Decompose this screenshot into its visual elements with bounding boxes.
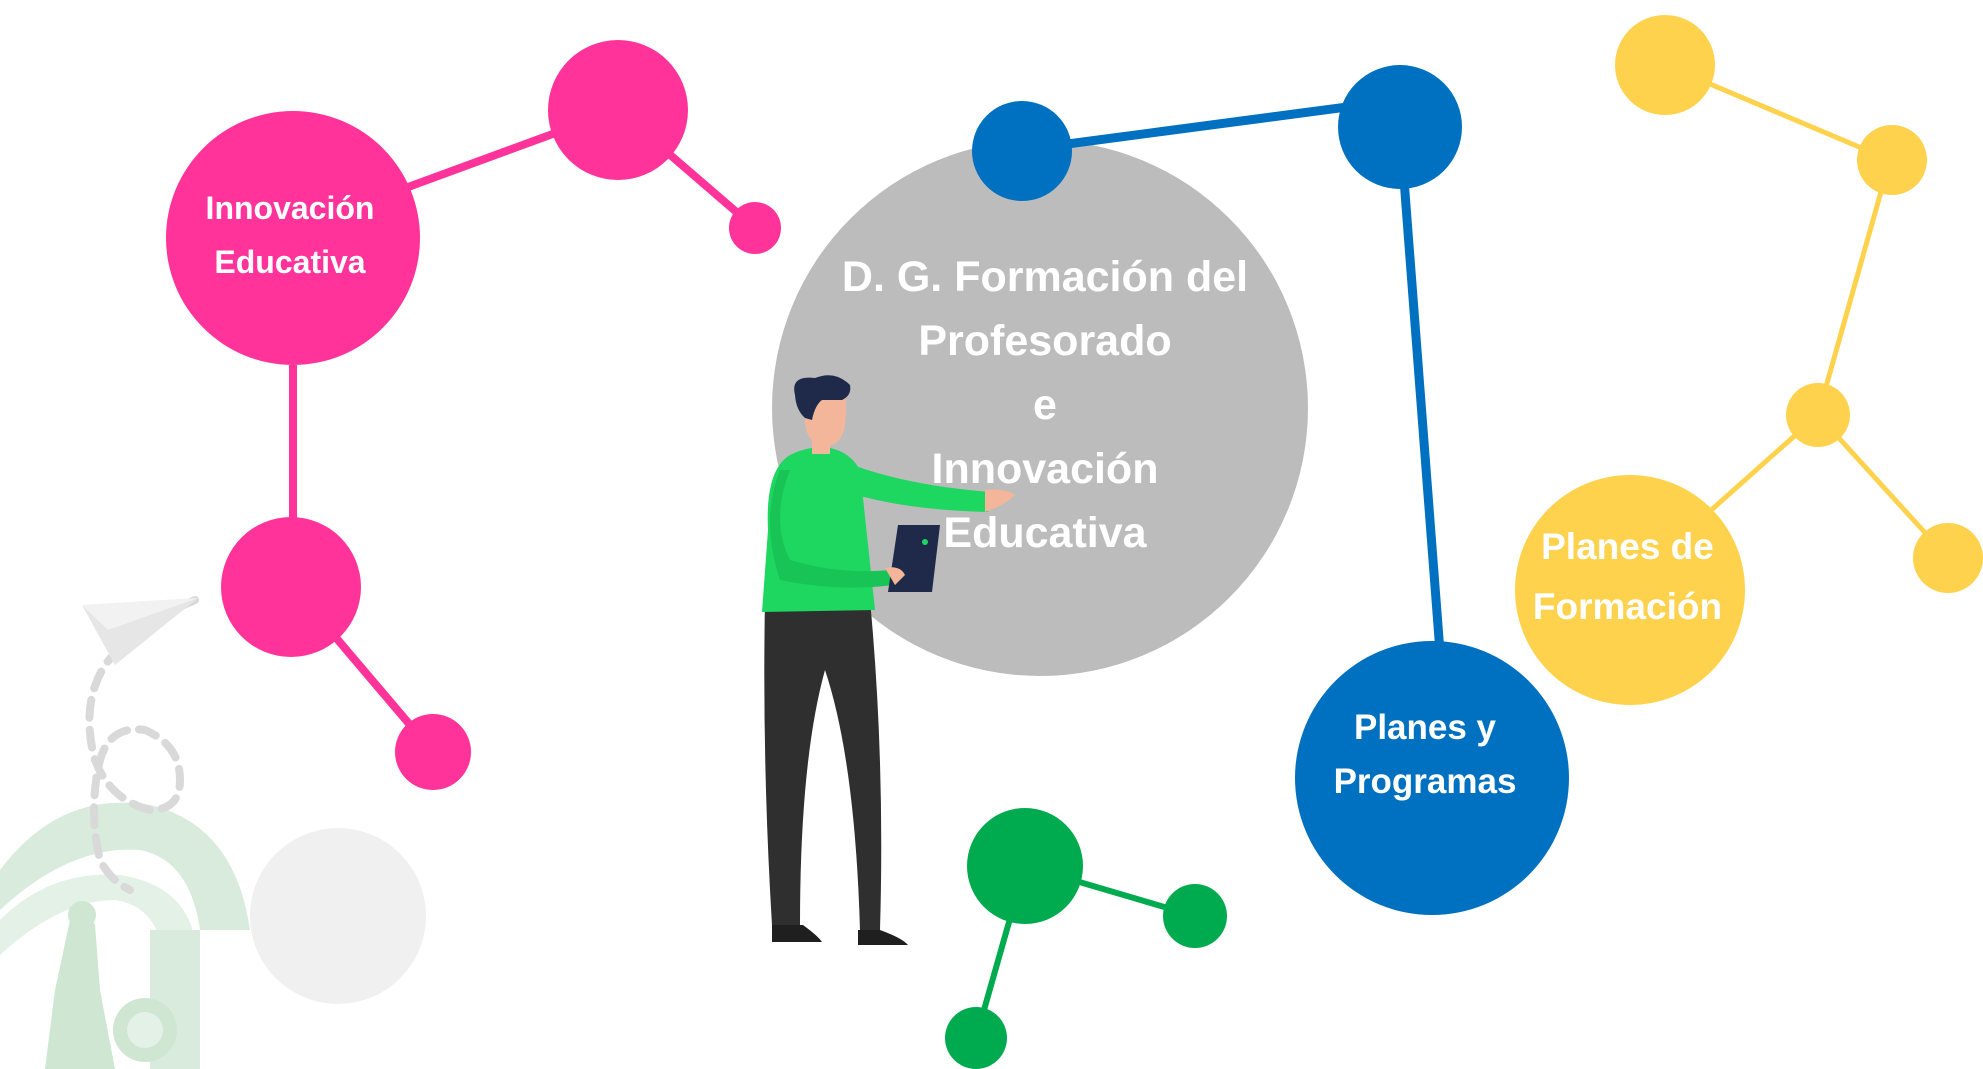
paper-plane-icon bbox=[82, 596, 199, 894]
junta-andalucia-logo bbox=[0, 802, 250, 1069]
yellow-node-middle bbox=[1786, 383, 1850, 447]
blue-node-left bbox=[972, 101, 1072, 201]
yellow-cluster bbox=[1515, 15, 1983, 705]
pink-node-top bbox=[548, 40, 688, 180]
central-label[interactable]: D. G. Formación del Profesorado e Innova… bbox=[841, 253, 1249, 557]
planes-programas-label[interactable]: Planes y Programas bbox=[1333, 708, 1517, 801]
yellow-node-upper-right bbox=[1857, 125, 1927, 195]
green-node-main bbox=[967, 808, 1083, 924]
yellow-node-right bbox=[1913, 523, 1983, 593]
person-holding-tablet bbox=[762, 375, 1015, 945]
pink-node-middle bbox=[221, 517, 361, 657]
blue-node-right bbox=[1338, 65, 1462, 189]
pink-cluster bbox=[166, 40, 781, 790]
green-cluster bbox=[945, 808, 1227, 1069]
green-node-right bbox=[1163, 884, 1227, 948]
pink-node-bottom bbox=[395, 714, 471, 790]
planes-programas-node[interactable] bbox=[1295, 641, 1569, 915]
blue-cluster bbox=[972, 65, 1569, 915]
decorative-circle bbox=[250, 828, 426, 1004]
green-node-bottom bbox=[945, 1007, 1007, 1069]
planes-formacion-label[interactable]: Planes de Formación bbox=[1532, 526, 1723, 627]
planes-formacion-node[interactable] bbox=[1515, 475, 1745, 705]
pink-node-small-right bbox=[729, 202, 781, 254]
innovacion-node[interactable] bbox=[166, 111, 420, 365]
yellow-node-top bbox=[1615, 15, 1715, 115]
innovacion-label[interactable]: Innovación Educativa bbox=[205, 190, 375, 280]
